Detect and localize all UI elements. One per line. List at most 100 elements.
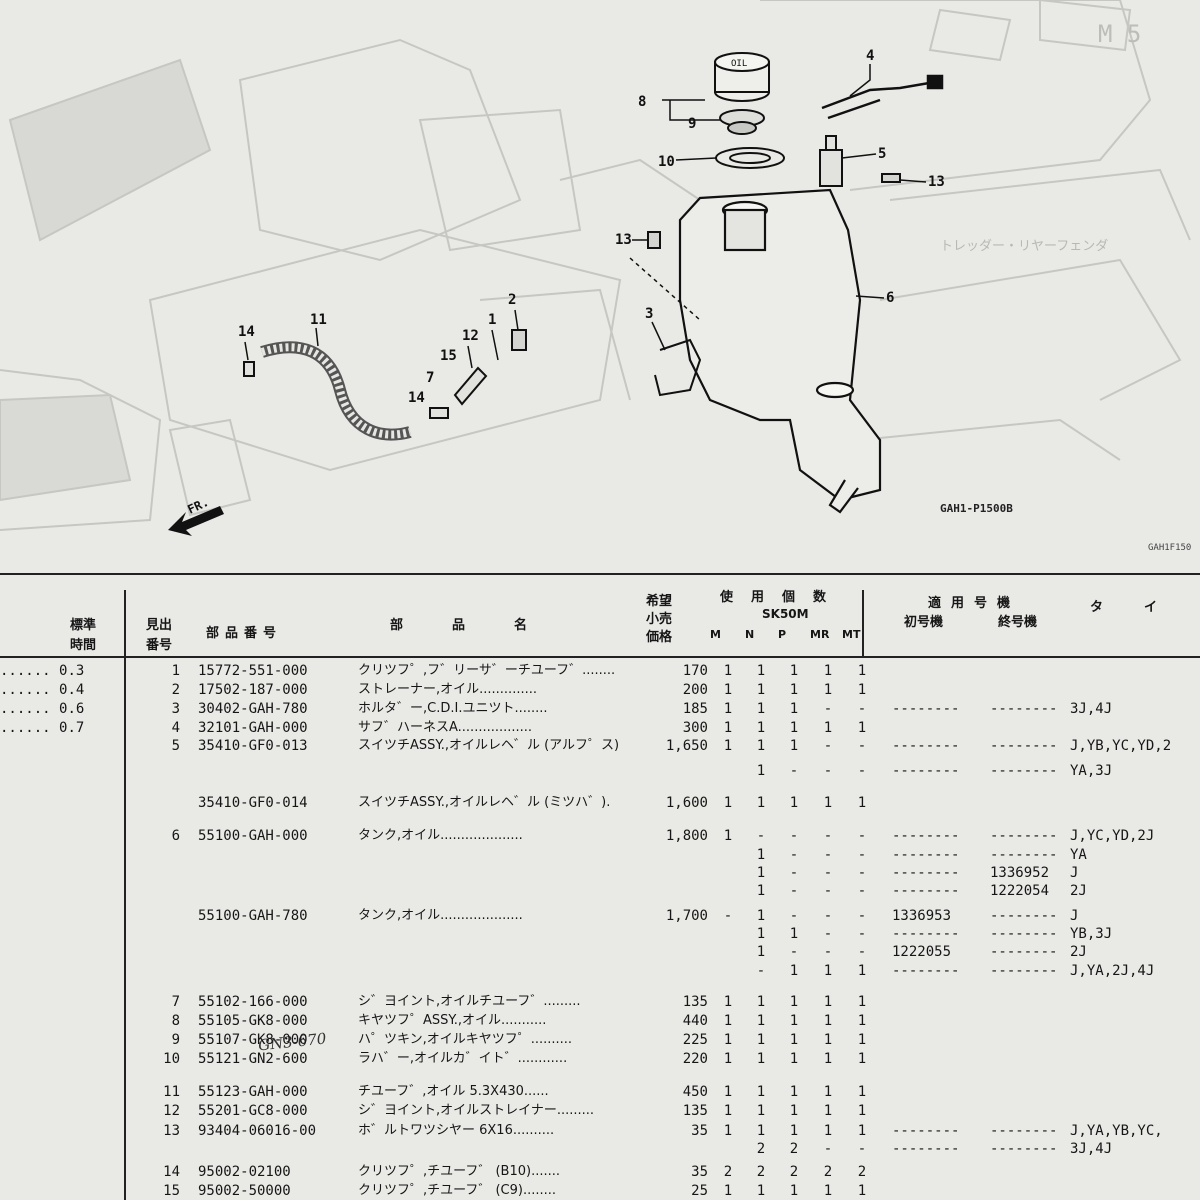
quantity-cell: 1 xyxy=(823,682,833,698)
quantity-cell: - xyxy=(789,865,799,881)
exploded-parts-diagram: M 5 トレッダー・リヤーフェンダ OIL xyxy=(0,0,1191,553)
front-arrow-icon: FR. xyxy=(168,495,224,536)
quantity-cell: - xyxy=(789,944,799,960)
ref-number-cell: 9 xyxy=(171,1032,180,1048)
quantity-cell: 1 xyxy=(857,1123,867,1139)
quantity-cell: 1 xyxy=(857,1103,867,1119)
quantity-cell: 1 xyxy=(756,883,766,899)
part-number-cell: 55100-GAH-780 xyxy=(198,908,308,924)
header-type-mr: MR xyxy=(810,628,830,641)
type-cell: J xyxy=(1070,908,1079,924)
svg-text:13: 13 xyxy=(615,232,632,248)
header-type-mt: MT xyxy=(842,628,861,641)
header-price-3: 価格 xyxy=(646,630,673,645)
header-ref-no-2: 番号 xyxy=(146,638,173,653)
ref-number-cell: 4 xyxy=(171,720,180,736)
type-cell: 2J xyxy=(1070,944,1087,960)
header-first: 初号機 xyxy=(904,615,944,630)
quantity-cell: 1 xyxy=(789,663,799,679)
bolt-icon xyxy=(511,173,901,351)
price-cell: 220 xyxy=(682,1051,708,1067)
last-serial-cell: 1222054 xyxy=(990,883,1050,899)
part-number-cell: 95002-50000 xyxy=(198,1183,291,1199)
last-serial-cell: -------- xyxy=(990,738,1058,754)
part-name-cell: ホルタ゛ー,C.D.I.ユニツト........ xyxy=(358,701,548,716)
last-serial-cell: -------- xyxy=(990,963,1058,979)
quantity-cell: 2 xyxy=(756,1164,766,1180)
quantity-cell: 1 xyxy=(756,994,766,1010)
quantity-cell: 1 xyxy=(756,926,766,942)
price-cell: 225 xyxy=(682,1032,708,1048)
price-cell: 185 xyxy=(682,701,708,717)
svg-text:12: 12 xyxy=(462,328,479,344)
header-last: 終号機 xyxy=(998,615,1038,630)
column-divider-right xyxy=(862,590,864,656)
ref-number-cell: 7 xyxy=(171,994,180,1010)
svg-text:2: 2 xyxy=(508,292,516,308)
quantity-cell: - xyxy=(789,908,799,924)
svg-text:9: 9 xyxy=(688,116,696,132)
quantity-cell: - xyxy=(823,908,833,924)
type-cell: J,YA,YB,YC, xyxy=(1070,1123,1163,1139)
quantity-cell: - xyxy=(789,847,799,863)
quantity-cell: - xyxy=(823,1141,833,1157)
quantity-cell: 1 xyxy=(756,795,766,811)
header-part-name: 部 品 名 xyxy=(390,618,546,633)
quantity-cell: 1 xyxy=(756,663,766,679)
quantity-cell: 1 xyxy=(857,963,867,979)
quantity-cell: 1 xyxy=(789,1084,799,1100)
type-cell: YA xyxy=(1070,847,1087,863)
part-name-cell: チユーフ゛,オイル 5.3X430...... xyxy=(358,1084,549,1099)
quantity-cell: 2 xyxy=(789,1141,799,1157)
ref-number-cell: 5 xyxy=(171,738,180,754)
price-cell: 35 xyxy=(691,1123,708,1139)
quantity-cell: - xyxy=(857,1141,867,1157)
quantity-cell: - xyxy=(857,926,867,942)
svg-text:14: 14 xyxy=(408,390,425,406)
last-serial-cell: -------- xyxy=(990,944,1058,960)
quantity-cell: 1 xyxy=(789,1051,799,1067)
quantity-cell: 1 xyxy=(723,1032,733,1048)
ref-number-cell: 15 xyxy=(163,1183,180,1199)
first-serial-cell: -------- xyxy=(892,1141,960,1157)
price-cell: 35 xyxy=(691,1164,708,1180)
quantity-cell: 2 xyxy=(756,1141,766,1157)
svg-text:3: 3 xyxy=(645,306,653,322)
quantity-cell: 1 xyxy=(789,1013,799,1029)
quantity-cell: 1 xyxy=(723,701,733,717)
type-cell: J xyxy=(1070,865,1079,881)
price-cell: 1,700 xyxy=(665,908,708,924)
quantity-cell: - xyxy=(823,701,833,717)
part-name-cell: シ゛ヨイント,オイルストレイナー......... xyxy=(358,1103,595,1118)
quantity-cell: - xyxy=(857,828,867,844)
quantity-cell: 2 xyxy=(789,1164,799,1180)
quantity-cell: - xyxy=(823,926,833,942)
part-name-cell: ストレーナー,オイル.............. xyxy=(358,682,537,697)
svg-text:11: 11 xyxy=(310,312,327,328)
quantity-cell: 1 xyxy=(756,865,766,881)
svg-text:7: 7 xyxy=(426,370,434,386)
svg-text:8: 8 xyxy=(638,94,646,110)
svg-text:10: 10 xyxy=(658,154,675,170)
header-type-m: M xyxy=(710,628,721,641)
std-time-row: ...... 0.7 xyxy=(0,720,85,736)
last-serial-cell: -------- xyxy=(990,701,1058,717)
ref-number-cell: 13 xyxy=(163,1123,180,1139)
table-top-rule xyxy=(0,573,1200,575)
quantity-cell: 1 xyxy=(823,1103,833,1119)
quantity-cell: 1 xyxy=(756,1183,766,1199)
quantity-cell: 1 xyxy=(756,701,766,717)
first-serial-cell: -------- xyxy=(892,865,960,881)
quantity-cell: 1 xyxy=(857,1032,867,1048)
part-number-cell: 35410-GF0-014 xyxy=(198,795,308,811)
quantity-cell: 1 xyxy=(723,994,733,1010)
quantity-cell: 1 xyxy=(756,1051,766,1067)
quantity-cell: 1 xyxy=(789,1032,799,1048)
quantity-cell: 1 xyxy=(823,1123,833,1139)
quantity-cell: 1 xyxy=(823,1013,833,1029)
quantity-cell: 1 xyxy=(823,994,833,1010)
type-cell: 3J,4J xyxy=(1070,1141,1113,1157)
part-name-cell: クリツフ゜,チユーフ゛ (C9)........ xyxy=(358,1183,557,1198)
quantity-cell: 1 xyxy=(756,1084,766,1100)
column-divider xyxy=(124,590,126,1200)
